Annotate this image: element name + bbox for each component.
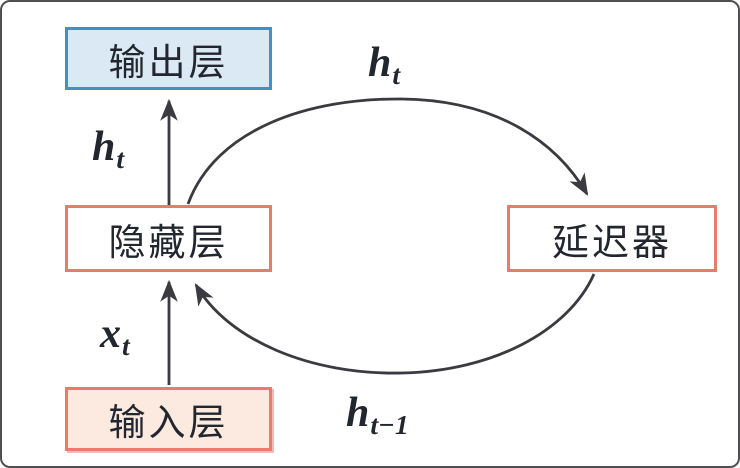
edge-label-xt: xt [100,311,130,359]
arc-delay-to-hidden [194,273,596,375]
edge-label-ht-recurrent: ht [368,40,400,88]
hidden-layer-label: 隐藏层 [108,222,229,264]
input-layer-label: 输入层 [108,403,229,444]
delay-unit-box: 延迟器 [507,205,717,272]
hidden-layer-box: 隐藏层 [65,205,272,272]
edge-label-ht-output: ht [92,124,124,172]
edge-label-xt-sub: t [122,329,130,361]
output-layer-box: 输出层 [65,27,272,90]
edge-label-xt-main: x [100,311,121,357]
delay-unit-label: 延迟器 [552,222,672,264]
output-layer-label: 输出层 [108,42,229,84]
edge-label-ht-minus-1-sub: t−1 [370,408,409,440]
edge-label-ht-output-sub: t [116,142,125,174]
input-layer-box: 输入层 [65,387,272,451]
edge-label-ht-recurrent-main: h [368,40,392,86]
arc-hidden-to-delay [186,97,589,205]
edge-label-ht-minus-1: ht−1 [346,390,409,438]
edge-label-ht-output-main: h [92,124,116,170]
edge-label-ht-recurrent-sub: t [392,58,401,90]
edge-label-ht-minus-1-main: h [346,390,370,436]
